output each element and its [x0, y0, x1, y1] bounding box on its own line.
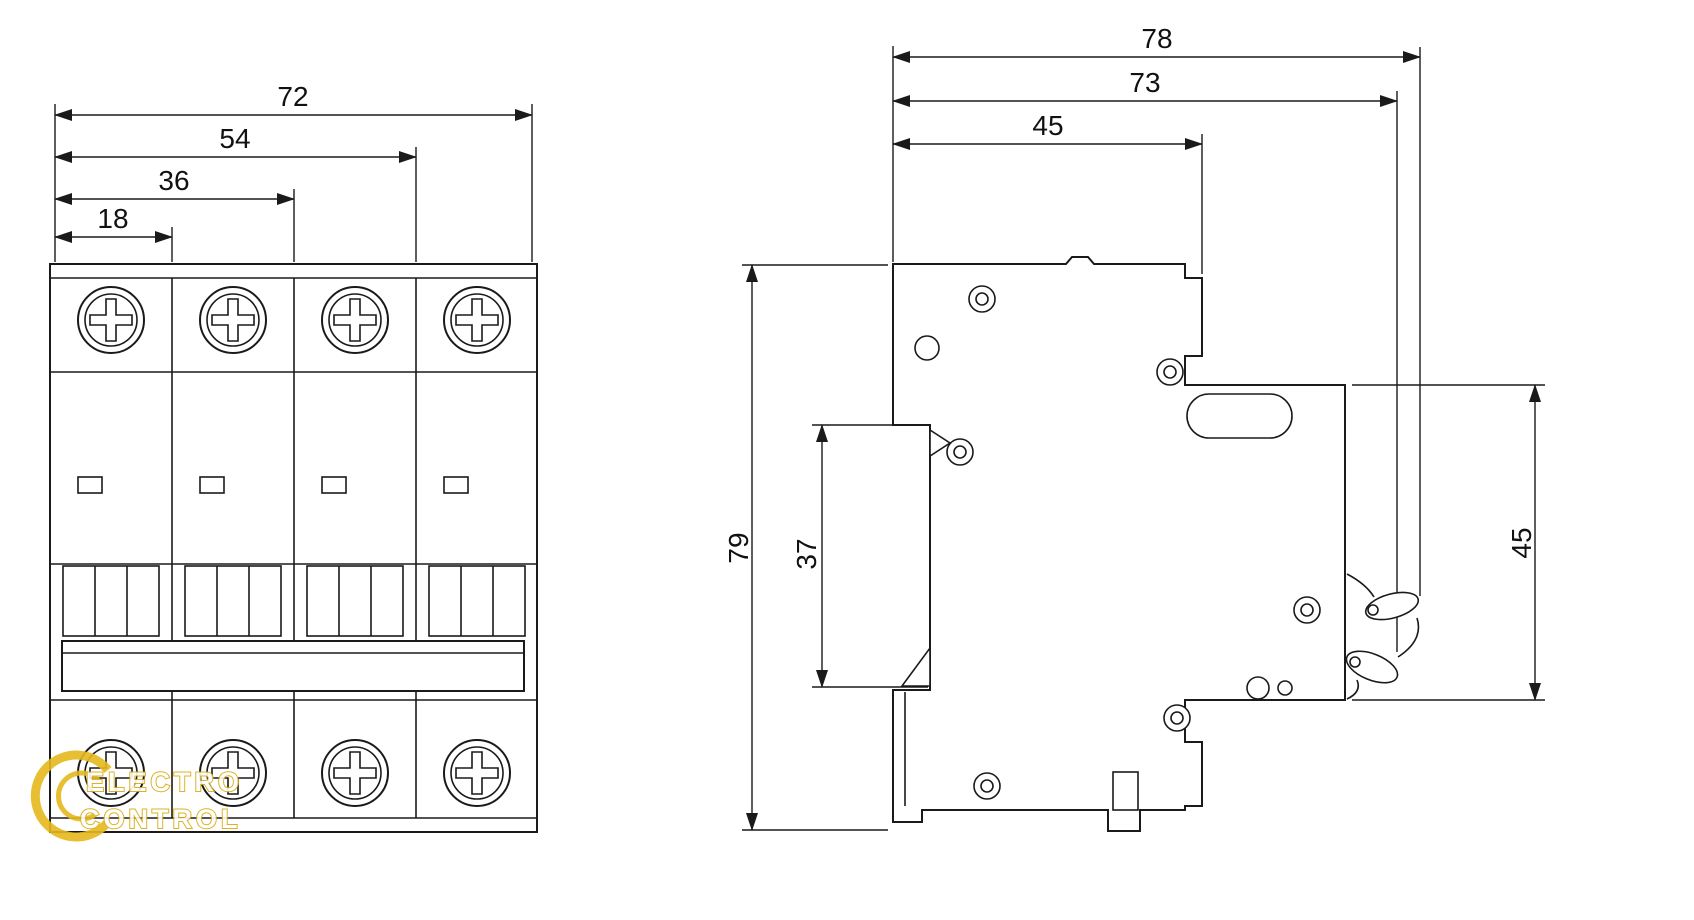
screw-icon [443, 739, 511, 807]
dim-label-54: 54 [219, 123, 250, 154]
dim-front-height: 45 [1352, 384, 1545, 701]
pin-hole [1277, 680, 1293, 696]
handle-up [1364, 591, 1420, 621]
side-breaker-body [892, 256, 1420, 832]
label-slot [1186, 393, 1293, 439]
bottom-clip [1112, 771, 1139, 811]
rivet-icon [1163, 704, 1191, 732]
front-view: 72 54 36 18 [49, 81, 538, 833]
screw-icon [443, 286, 511, 354]
dim-rail-recess: 37 [791, 424, 928, 688]
dim-label-78: 78 [1141, 23, 1172, 54]
screw-icon [77, 286, 145, 354]
watermark-line1: ELECTRO [86, 767, 243, 797]
front-outline [49, 263, 538, 833]
side-dimensions: 78 73 45 79 37 [723, 23, 1545, 831]
rivet-icon [946, 438, 974, 466]
rivet-icon [968, 285, 996, 313]
dim-depth-total: 78 [892, 23, 1421, 596]
dim-label-73: 73 [1129, 67, 1160, 98]
pin-hole [1246, 676, 1270, 700]
handle-tie-bar [61, 640, 525, 692]
toggle-slots [62, 565, 526, 637]
side-outline [892, 256, 1346, 832]
watermark-line2: CONTROL [80, 804, 241, 834]
dim-label-36: 36 [158, 165, 189, 196]
window [443, 476, 469, 494]
rivet-icon [1156, 358, 1184, 386]
side-view: 78 73 45 79 37 [723, 23, 1545, 832]
toggle-handle [1345, 573, 1420, 700]
watermark-logo: ELECTRO CONTROL [30, 750, 243, 842]
screw-icon [321, 286, 389, 354]
dim-label-18: 18 [97, 203, 128, 234]
screw-icon [199, 286, 267, 354]
dim-label-37: 37 [791, 538, 822, 569]
dim-label-79: 79 [723, 532, 754, 563]
rail-latch-tooth [900, 645, 931, 687]
pin-hole [914, 335, 940, 361]
logo-swirl-icon [55, 770, 100, 822]
window [321, 476, 347, 494]
dim-total-width: 72 [54, 81, 533, 262]
dim-one-module: 18 [54, 203, 173, 262]
dim-depth-front: 45 [892, 110, 1203, 274]
window [199, 476, 225, 494]
handle-down [1345, 650, 1399, 684]
front-breaker-body [49, 263, 538, 833]
screw-icon [321, 739, 389, 807]
dim-label-45-top: 45 [1032, 110, 1063, 141]
front-dimensions: 72 54 36 18 [54, 81, 533, 262]
rivet-icon [973, 772, 1001, 800]
rail-latch-tooth [929, 428, 952, 458]
dim-height-total: 79 [723, 264, 888, 831]
window [77, 476, 103, 494]
dim-three-modules: 54 [54, 123, 417, 262]
logo-swirl-icon [30, 750, 112, 842]
rivet-icon [1293, 596, 1321, 624]
dim-two-modules: 36 [54, 165, 295, 262]
indicator-windows [77, 476, 469, 494]
dim-depth-body: 73 [892, 67, 1398, 652]
dim-label-72: 72 [277, 81, 308, 112]
dim-label-45-right: 45 [1506, 527, 1537, 558]
